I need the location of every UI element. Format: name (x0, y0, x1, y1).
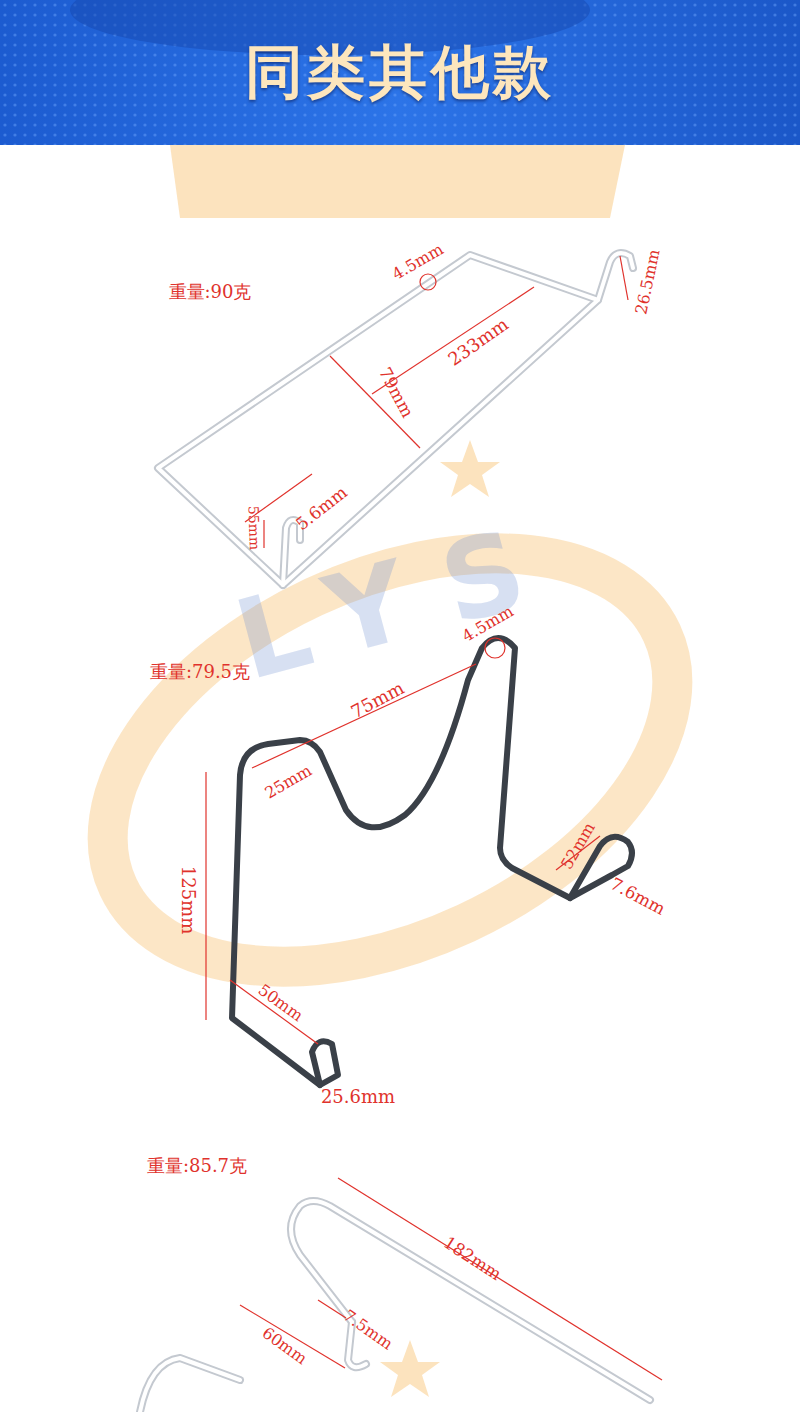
dimension-label: 79mm (376, 364, 416, 420)
weight-label: 重量:85.7克 (147, 1157, 247, 1175)
weight-label: 重量:79.5克 (150, 663, 250, 681)
dimension-label: 5.6mm (293, 483, 350, 533)
banner: 同类其他款 (0, 0, 800, 145)
dimension-label: 233mm (445, 315, 511, 369)
weight-label: 重量:90克 (169, 283, 252, 301)
watermark: LYS (225, 504, 574, 696)
dimension-label: 7.6mm (608, 875, 668, 918)
page-title: 同类其他款 (245, 34, 555, 112)
dimension-label: 75mm (349, 679, 408, 722)
dimension-label: 125mm (179, 866, 197, 935)
dimension-label: 26.5mm (633, 248, 662, 316)
dimension-label: 25.6mm (321, 1088, 395, 1106)
dimension-label: 25mm (262, 762, 314, 801)
dimension-label: 55mm (246, 506, 262, 551)
